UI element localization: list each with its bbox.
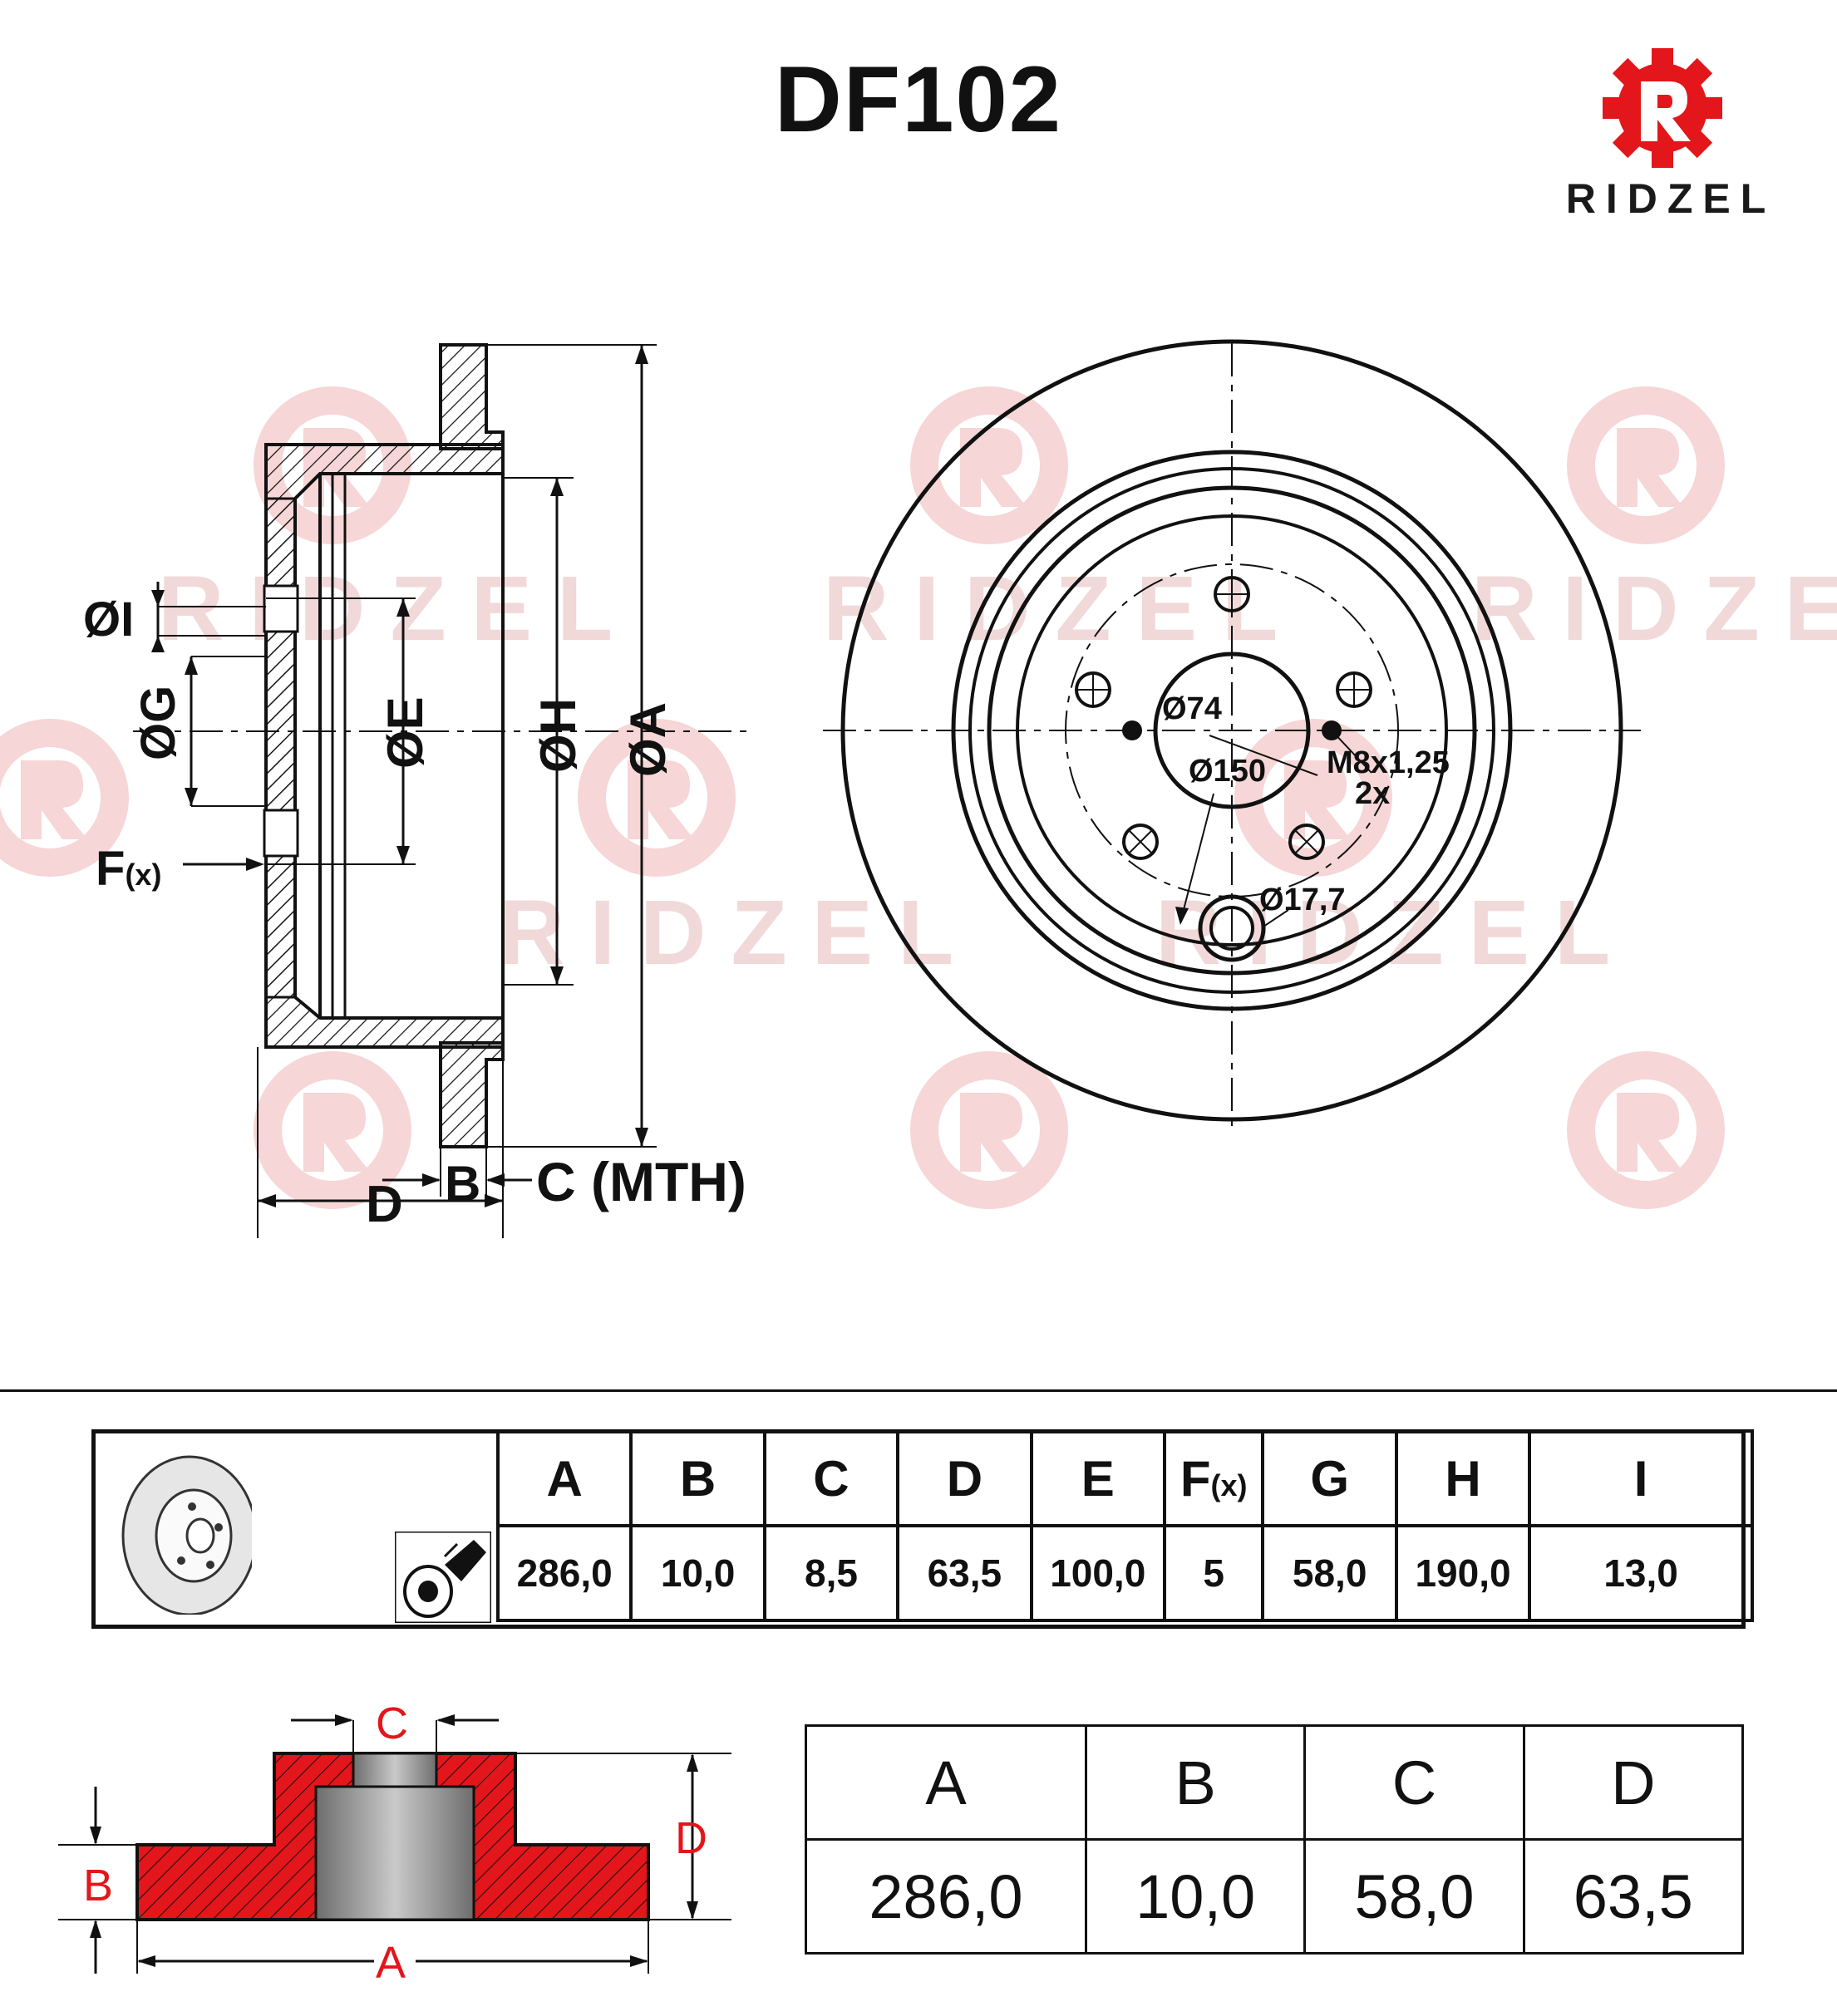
section-label-b: B [83,1861,113,1910]
spec-value-g: 58,0 [1261,1524,1398,1622]
spec-table: A B C D E F(x) G H I 286,0 10,0 8,5 63,5… [495,1429,1754,1622]
front-label-hole: Ø17,7 [1259,883,1346,917]
cross-section-drawing: C D B A [58,1699,731,1986]
part-number-title: DF102 [774,47,1063,151]
section-label-d: D [675,1813,707,1863]
summary-table: A B C D 286,0 10,0 58,0 63,5 [804,1724,1745,1955]
spec-value-c: 8,5 [762,1524,900,1622]
spec-header-h: H [1394,1429,1532,1527]
spec-header-f: F(x) [1162,1429,1265,1527]
spec-value-h: 190,0 [1394,1524,1532,1622]
front-view-drawing: Ø74 Ø150 M8x1,25 2x Ø17,7 [823,339,1641,1126]
spec-header-a: A [495,1429,633,1527]
spec-value-i: 13,0 [1528,1524,1754,1622]
spec-value-b: 10,0 [629,1524,766,1622]
dim-label-i: ØI [83,593,134,647]
spec-table-frame: A B C D E F(x) G H I 286,0 10,0 8,5 63,5… [91,1429,1754,1629]
summary-value-d: 63,5 [1522,1838,1745,1955]
spec-value-d: 63,5 [896,1524,1033,1622]
summary-header-a: A [804,1724,1088,1841]
watermark-word: RIDZEL [499,882,978,984]
spec-header-i: I [1528,1429,1754,1527]
spec-header-b: B [629,1429,766,1527]
brand-logo-icon [1603,48,1722,168]
dim-label-g: ØG [131,686,185,760]
summary-value-b: 10,0 [1085,1838,1307,1955]
dim-label-h: ØH [530,698,586,773]
section-label-c: C [376,1699,408,1748]
summary-header-b: B [1085,1724,1307,1841]
side-view-drawing: ØI ØG ØE ØH ØA F(x) B C (MTH) D [83,343,748,1238]
watermark-word: RIDZEL [1471,558,1837,660]
summary-value-c: 58,0 [1303,1838,1525,1955]
dim-label-f: F(x) [96,842,161,896]
spec-header-g: G [1261,1429,1398,1527]
front-label-thread-count: 2x [1355,776,1390,811]
disc-thumbnail-icon [121,1455,252,1615]
dim-label-c-mth: C (MTH) [536,1151,746,1212]
dim-label-a: ØA [620,702,676,777]
front-label-pcd: Ø150 [1189,754,1266,789]
summary-header-c: C [1303,1724,1525,1841]
summary-value-a: 286,0 [804,1838,1088,1955]
front-label-center-bore: Ø74 [1162,691,1222,726]
watermark-word: RIDZEL [823,558,1303,660]
summary-header-d: D [1522,1724,1745,1841]
spec-header-d: D [896,1429,1033,1527]
dim-label-d: D [366,1176,403,1233]
front-label-thread: M8x1,25 [1327,745,1450,780]
dim-label-e: ØE [377,696,433,769]
spec-header-e: E [1029,1429,1166,1527]
spec-value-a: 286,0 [495,1524,633,1622]
section-divider [0,1389,1837,1392]
watermark-word: RIDZEL [158,558,638,660]
spec-value-f: 5 [1162,1524,1265,1622]
dim-label-b: B [445,1156,480,1212]
section-label-a: A [376,1938,406,1986]
drill-install-icon [395,1532,491,1623]
spec-header-c: C [762,1429,900,1527]
brand-wordmark: RIDZEL [1565,175,1776,222]
spec-value-e: 100,0 [1029,1524,1166,1622]
